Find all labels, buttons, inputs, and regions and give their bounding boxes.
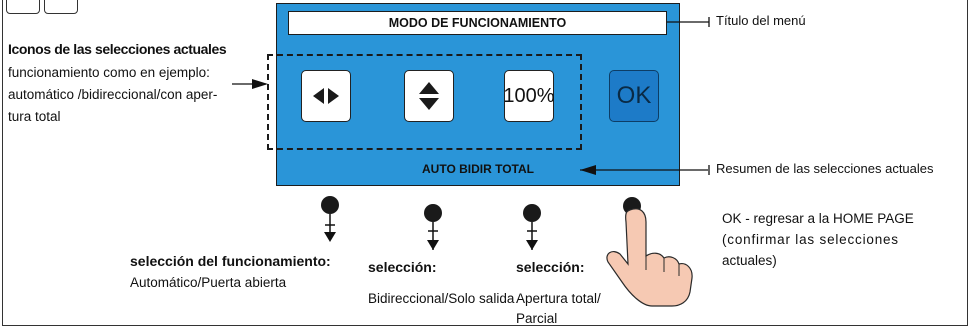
corner-button-2 [44,0,78,14]
key-4-desc-line-3: actuales) [722,253,777,268]
key-2 [424,204,442,250]
key-2-title: selección: [368,259,437,275]
direction-button[interactable] [301,70,351,122]
icons-heading: Iconos de las selecciones actuales [8,41,227,57]
key-3-desc-line-1: Apertura total/ [516,291,601,306]
ok-button[interactable]: OK [609,70,659,122]
up-down-arrows-icon [419,82,439,110]
menu-title: MODO DE FUNCIONAMIENTO [288,11,667,35]
summary-callout: Resumen de las selecciones actuales [716,161,934,176]
key-1-desc: Automático/Puerta abierta [130,275,287,290]
icons-desc-line-1: funcionamiento como en ejemplo: [8,65,210,80]
key-4-desc-line-2: (confirmar las selecciones [722,232,899,247]
exit-mode-button[interactable] [404,70,454,122]
key-3-title: selección: [516,259,585,275]
pointing-hand-icon [606,208,693,307]
icons-desc-line-3: tura total [8,109,61,124]
key-3 [523,204,541,250]
current-selection-icons-box [267,54,582,150]
selection-summary: AUTO BIDIR TOTAL [422,162,534,176]
left-right-arrows-icon [313,88,339,104]
opening-button[interactable]: 100% [503,70,555,122]
diagram-frame [2,0,968,326]
menu-title-callout: Título del menú [716,13,806,28]
key-1 [321,196,339,242]
icons-desc-line-2: automático /bidireccional/con aper- [8,87,218,102]
key-4-desc-line-1: OK - regresar a la HOME PAGE [722,211,914,226]
key-2-desc: Bidireccional/Solo salida [368,291,515,306]
key-1-title: selección del funcionamiento: [130,253,331,269]
key-3-desc-line-2: Parcial [516,311,558,326]
corner-button-1 [6,0,40,14]
